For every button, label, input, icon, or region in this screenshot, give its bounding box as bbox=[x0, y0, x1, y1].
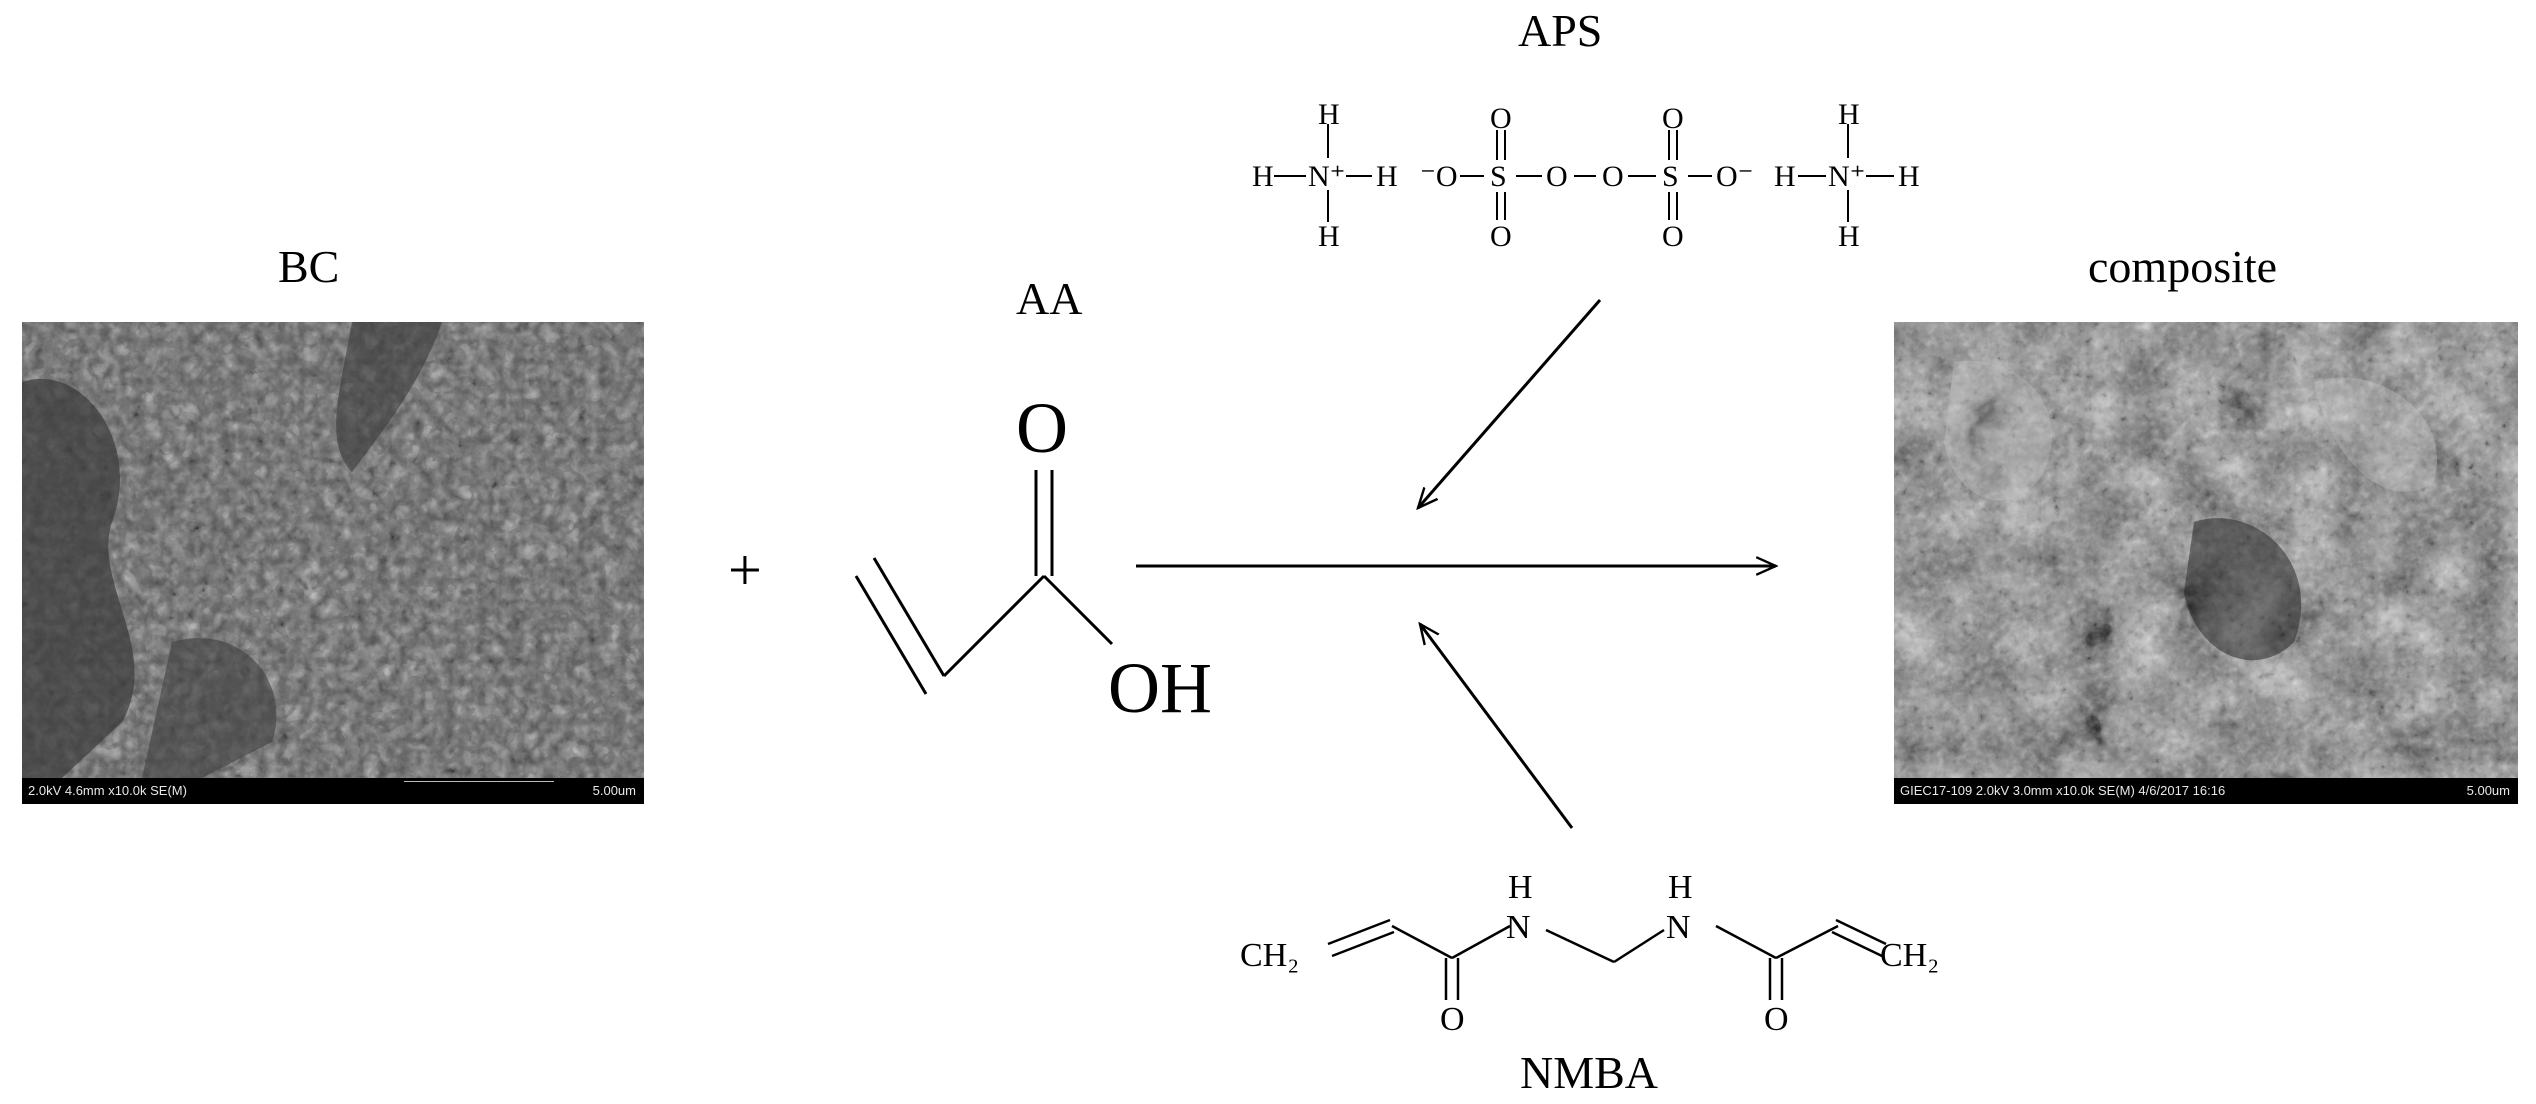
aps-o-minus: O⁻ bbox=[1716, 160, 1754, 193]
bc-label: BC bbox=[278, 241, 340, 292]
aps-h: H bbox=[1318, 98, 1340, 131]
aps-o: O bbox=[1662, 102, 1684, 135]
aps-o: O bbox=[1490, 102, 1512, 135]
bc-sem-info-bar: 2.0kV 4.6mm x10.0k SE(M) 5.00um bbox=[22, 778, 644, 804]
aps-h: H bbox=[1838, 98, 1860, 131]
bc-sem-image: 2.0kV 4.6mm x10.0k SE(M) 5.00um bbox=[22, 322, 644, 804]
nmba-h: H bbox=[1508, 869, 1533, 906]
composite-sem-info-bar: GIEC17-109 2.0kV 3.0mm x10.0k SE(M) 4/6/… bbox=[1894, 778, 2518, 804]
aps-n-plus: N⁺ bbox=[1308, 160, 1346, 193]
aps-s: S bbox=[1490, 160, 1507, 193]
aps-h: H bbox=[1774, 160, 1796, 193]
bc-sem-info: 2.0kV 4.6mm x10.0k SE(M) bbox=[28, 783, 187, 798]
nmba-structure bbox=[1327, 918, 1887, 1000]
aps-h: H bbox=[1252, 160, 1274, 193]
composite-sem-image: GIEC17-109 2.0kV 3.0mm x10.0k SE(M) 4/6/… bbox=[1894, 322, 2518, 804]
nmba-ch2-right: CH₂ bbox=[1880, 937, 1939, 974]
aa-carbonyl-oxygen: O bbox=[1016, 388, 1068, 468]
aps-structure bbox=[1274, 124, 1894, 222]
aps-o: O bbox=[1602, 160, 1624, 193]
aps-h: H bbox=[1318, 220, 1340, 253]
aps-label: APS bbox=[1518, 5, 1603, 56]
nmba-o: O bbox=[1440, 1001, 1465, 1038]
aa-hydroxyl-group: OH bbox=[1108, 648, 1212, 728]
nmba-ch2-left: CH₂ bbox=[1240, 937, 1299, 974]
aa-structure bbox=[854, 470, 1114, 695]
composite-sem-texture bbox=[1894, 322, 2518, 778]
aps-n-plus: N⁺ bbox=[1828, 160, 1866, 193]
nmba-h: H bbox=[1668, 869, 1693, 906]
nmba-arrow bbox=[1420, 624, 1574, 829]
nmba-n: N bbox=[1666, 909, 1691, 946]
composite-sem-scale: 5.00um bbox=[2466, 783, 2510, 798]
aps-o-minus: ⁻O bbox=[1420, 160, 1458, 193]
nmba-o: O bbox=[1764, 1001, 1789, 1038]
bc-sem-texture bbox=[22, 322, 644, 778]
aps-arrow bbox=[1418, 299, 1602, 508]
composite-label: composite bbox=[2088, 241, 2278, 292]
plus-sign: + bbox=[728, 537, 762, 603]
aps-s: S bbox=[1662, 160, 1679, 193]
bc-sem-scale: 5.00um bbox=[592, 783, 636, 798]
aps-o: O bbox=[1490, 220, 1512, 253]
aa-label: AA bbox=[1016, 273, 1083, 324]
aps-h: H bbox=[1376, 160, 1398, 193]
aps-o: O bbox=[1546, 160, 1568, 193]
aps-h: H bbox=[1898, 160, 1920, 193]
composite-sem-info: GIEC17-109 2.0kV 3.0mm x10.0k SE(M) 4/6/… bbox=[1900, 783, 2226, 798]
bc-sem-scale-ticks bbox=[404, 781, 554, 786]
nmba-atoms: CH₂ H N O H N O CH₂ bbox=[1240, 869, 1939, 1038]
aps-atoms: H H N⁺ H H ⁻O S O O O O S O O O⁻ H H N⁺ … bbox=[1252, 98, 1920, 253]
nmba-label: NMBA bbox=[1520, 1047, 1659, 1098]
aps-h: H bbox=[1838, 220, 1860, 253]
aps-o: O bbox=[1662, 220, 1684, 253]
nmba-n: N bbox=[1506, 909, 1531, 946]
